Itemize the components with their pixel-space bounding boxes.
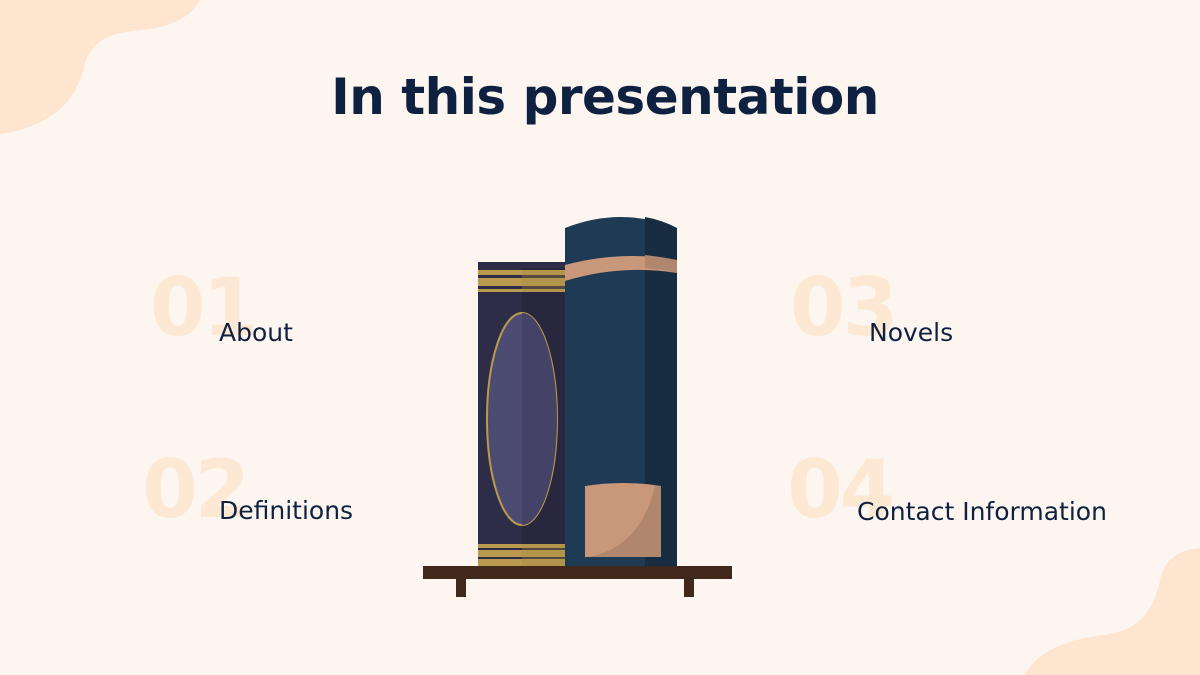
corner-blob-bottom-right <box>1025 548 1200 675</box>
left-book-icon <box>478 262 566 567</box>
shelf-icon <box>423 566 732 597</box>
agenda-label: About <box>219 318 293 347</box>
agenda-label: Contact Information <box>857 497 1107 526</box>
agenda-number: 02 <box>142 443 250 536</box>
agenda-number: 03 <box>790 261 898 354</box>
agenda-number: 01 <box>150 261 258 354</box>
slide-title: In this presentation <box>331 68 879 126</box>
agenda-label: Novels <box>869 318 954 347</box>
agenda-label: Definitions <box>219 496 354 525</box>
agenda-number: 04 <box>787 443 895 536</box>
corner-blob-top-left <box>0 0 200 134</box>
right-book-icon <box>565 217 677 567</box>
